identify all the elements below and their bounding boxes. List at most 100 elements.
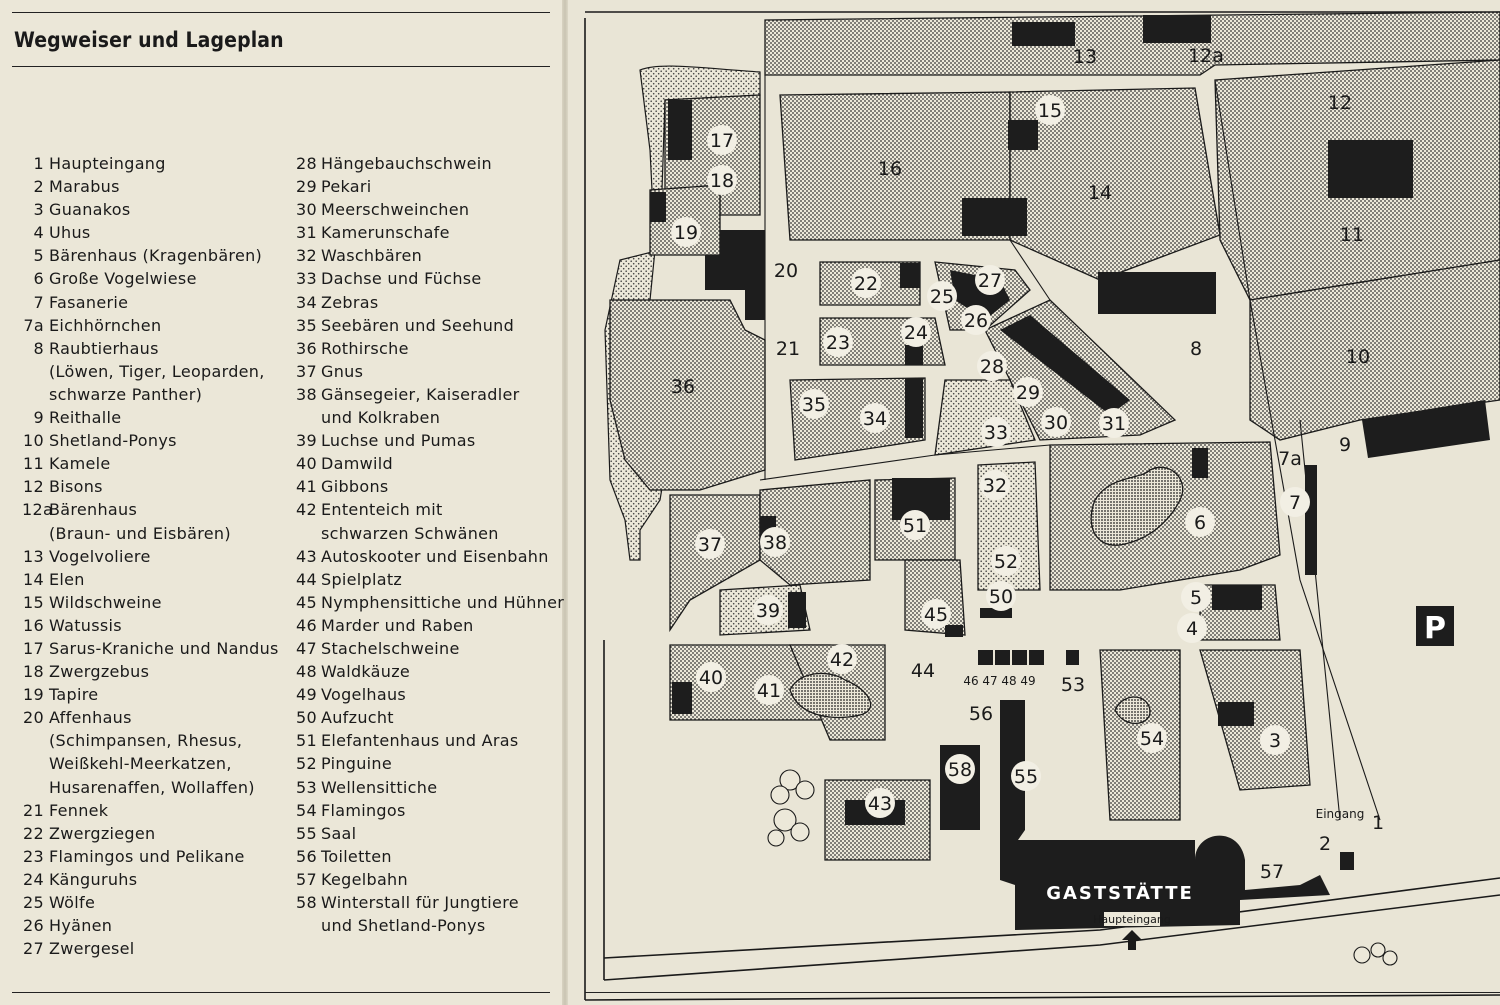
legend-text: Vogelvoliere bbox=[49, 546, 151, 566]
legend-number: 43 bbox=[296, 546, 317, 566]
pond-6 bbox=[1090, 466, 1184, 546]
label-circle bbox=[1035, 95, 1065, 125]
legend-number: 52 bbox=[296, 754, 317, 774]
building-28-31 bbox=[1000, 315, 1130, 415]
legend-number: 46 bbox=[296, 615, 317, 635]
label-circle bbox=[707, 125, 737, 155]
building-16-14 bbox=[962, 198, 1027, 236]
legend-text: Uhus bbox=[49, 223, 91, 243]
binding-gutter bbox=[562, 0, 568, 1005]
map-label-48: 48 bbox=[1001, 674, 1016, 688]
building-3 bbox=[1218, 702, 1254, 726]
legend-text: Elefantenhaus und Aras bbox=[321, 731, 519, 751]
map-label-26: 26 bbox=[964, 310, 988, 332]
legend-text: Watussis bbox=[49, 615, 122, 635]
legend-number: 42 bbox=[296, 500, 317, 520]
legend-text: Winterstall für Jungtiere bbox=[321, 893, 519, 912]
building-8 bbox=[1098, 272, 1216, 314]
title-rule bbox=[12, 66, 550, 67]
map-label-51: 51 bbox=[903, 515, 927, 537]
map-label-16: 16 bbox=[878, 158, 902, 180]
building-47 bbox=[995, 650, 1010, 665]
label-circle bbox=[981, 417, 1011, 447]
label-circle bbox=[753, 595, 783, 625]
legend-number: 51 bbox=[296, 731, 317, 751]
legend-text: Kamele bbox=[49, 454, 111, 474]
legend-text: Saal bbox=[321, 823, 357, 843]
legend-text: Sarus-Kraniche und Nandus bbox=[49, 638, 279, 658]
legend-text: und Shetland-Ponys bbox=[321, 916, 486, 936]
label-circle bbox=[1260, 725, 1290, 755]
legend-text: Bärenhaus bbox=[49, 500, 138, 520]
legend-text: Wildschweine bbox=[49, 592, 162, 612]
legend-number: 20 bbox=[23, 708, 44, 728]
entrance-label: Eingang bbox=[1316, 807, 1365, 821]
legend-text: Vogelhaus bbox=[321, 685, 407, 705]
legend-number: 8 bbox=[33, 338, 44, 358]
map-label-12: 12 bbox=[1328, 92, 1352, 114]
legend-text: Ententeich mit bbox=[321, 500, 443, 520]
legend-number: 40 bbox=[296, 454, 317, 474]
legend-text: Meerschweinchen bbox=[321, 200, 470, 220]
map-label-3: 3 bbox=[1269, 730, 1281, 752]
map-label-19: 19 bbox=[674, 222, 698, 244]
legend-text: Marder und Raben bbox=[321, 615, 474, 635]
legend-number: 34 bbox=[296, 292, 317, 312]
legend-text: Luchse und Pumas bbox=[321, 431, 476, 451]
map-label-29: 29 bbox=[1016, 382, 1040, 404]
label-circle bbox=[1185, 507, 1215, 537]
label-circle bbox=[1041, 407, 1071, 437]
legend-entry: (Schimpansen, Rhesus, bbox=[22, 729, 279, 752]
label-circle bbox=[961, 305, 991, 335]
enclosure-36 bbox=[609, 299, 766, 491]
legend-text: Kegelbahn bbox=[321, 869, 408, 889]
map-label-53: 53 bbox=[1061, 674, 1085, 696]
legend-number: 15 bbox=[23, 592, 44, 612]
enclosure-13 bbox=[764, 11, 1500, 76]
legend-number: 36 bbox=[296, 338, 317, 358]
map-label-23: 23 bbox=[826, 332, 850, 354]
map-label-47: 47 bbox=[982, 674, 997, 688]
map-label-55: 55 bbox=[1014, 766, 1038, 788]
legend-entry: Husarenaffen, Wollaffen) bbox=[22, 776, 279, 799]
legend-number: 19 bbox=[23, 685, 44, 705]
label-circle bbox=[975, 265, 1005, 295]
legend-text: Rothirsche bbox=[321, 338, 409, 358]
building-5 bbox=[1212, 585, 1262, 610]
map-label-25: 25 bbox=[930, 286, 954, 308]
legend-number: 18 bbox=[23, 662, 44, 682]
map-label-33: 33 bbox=[984, 422, 1008, 444]
map-label-36: 36 bbox=[671, 376, 695, 398]
buildings bbox=[650, 15, 1490, 930]
map-label-43: 43 bbox=[868, 793, 892, 815]
map-label-32: 32 bbox=[983, 475, 1007, 497]
label-circle bbox=[945, 754, 975, 784]
legend-number: 33 bbox=[296, 269, 317, 289]
map-label-46: 46 bbox=[963, 674, 978, 688]
enclosure-37 bbox=[669, 494, 761, 633]
legend-number: 25 bbox=[23, 893, 44, 912]
legend-number: 3 bbox=[33, 200, 44, 220]
legend-text: Waldkäuze bbox=[321, 662, 411, 682]
legend-text: Haupteingang bbox=[49, 154, 166, 173]
legend-text: Bärenhaus (Kragenbären) bbox=[49, 246, 263, 266]
legend-number: 50 bbox=[296, 708, 317, 728]
building-46 bbox=[978, 650, 993, 665]
label-circle bbox=[1181, 582, 1211, 612]
legend-text: (Löwen, Tiger, Leoparden, bbox=[49, 361, 265, 381]
bottom-rule-left bbox=[12, 992, 550, 993]
